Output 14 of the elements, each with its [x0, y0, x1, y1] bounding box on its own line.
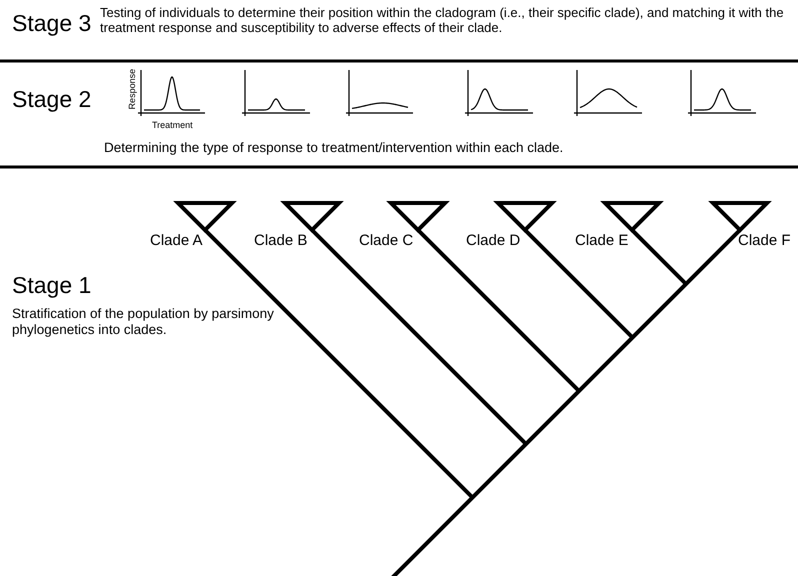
clade-label: Clade B [254, 232, 308, 250]
clade-label: Clade F [738, 232, 791, 250]
stage-description: Determining the type of response to treatment/intervention within each clade. [104, 140, 564, 156]
stage-heading: Stage 2 [12, 86, 92, 112]
stage-description: Testing of individuals to determine their position within the cladogram (i.e., their specific clade), and matching it with the treatment response and susceptibility to adverse effects of their clade. [100, 6, 785, 36]
clade-label: Clade D [466, 232, 520, 250]
clade-label: Clade A [150, 232, 203, 250]
axis-label: Treatment [152, 120, 193, 130]
axis-label: Response [127, 68, 138, 110]
clade-label: Clade E [575, 232, 628, 250]
stage-description: Stratification of the population by parsimony phylogenetics into clades. [12, 306, 275, 338]
stage-heading: Stage 3 [12, 10, 92, 36]
clade-label: Clade C [359, 232, 414, 250]
stage-heading: Stage 1 [12, 272, 92, 298]
